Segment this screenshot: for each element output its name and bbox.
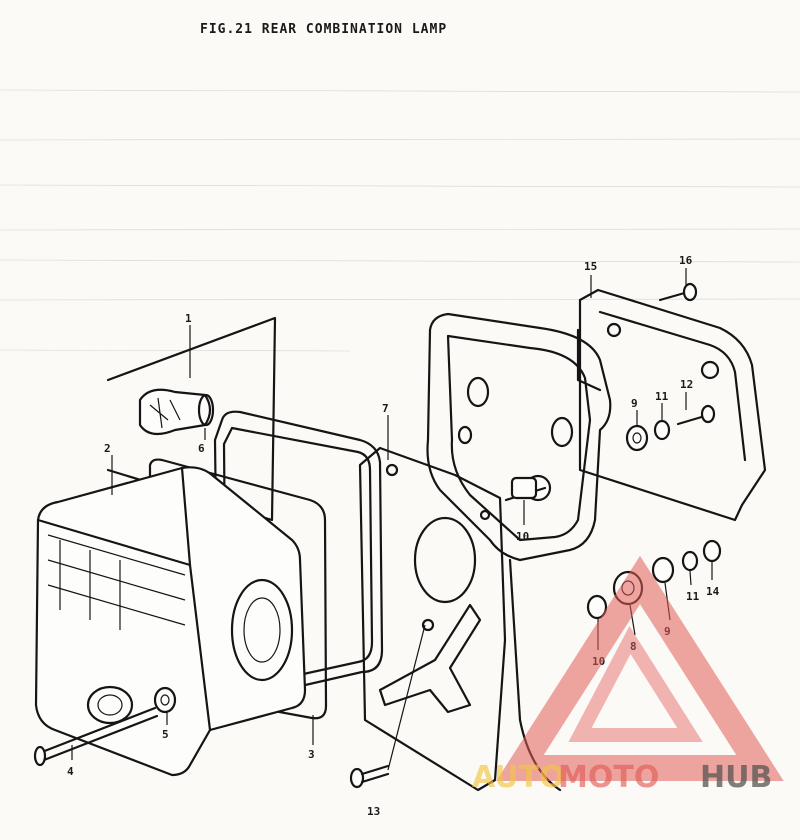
callout-14: 14 bbox=[706, 585, 720, 598]
bulb-part-6 bbox=[138, 388, 215, 436]
screw-part-13 bbox=[349, 624, 426, 789]
callout-11-lower: 11 bbox=[686, 590, 700, 603]
callout-7: 7 bbox=[382, 402, 389, 415]
bolt-part-16 bbox=[658, 282, 698, 302]
upper-hardware-9-11-12 bbox=[625, 404, 716, 452]
callout-4: 4 bbox=[67, 765, 74, 778]
scan-noise bbox=[0, 89, 800, 352]
watermark-hub: HUB bbox=[700, 760, 772, 795]
callout-1: 1 bbox=[185, 312, 192, 325]
callout-13: 13 bbox=[367, 805, 380, 818]
callout-12: 12 bbox=[680, 378, 693, 391]
mounting-bracket-part-15 bbox=[576, 288, 767, 522]
callout-5: 5 bbox=[162, 728, 169, 741]
callout-10-upper: 10 bbox=[516, 530, 529, 543]
lamp-bracket bbox=[426, 312, 612, 562]
callout-6: 6 bbox=[198, 442, 205, 455]
figure-title: FIG.21 REAR COMBINATION LAMP bbox=[200, 22, 448, 37]
callout-9-upper: 9 bbox=[631, 397, 638, 410]
watermark-auto: AUTO bbox=[472, 760, 565, 795]
gasket-part-7 bbox=[358, 446, 507, 792]
callout-16: 16 bbox=[679, 254, 693, 267]
socket-part-10-upper bbox=[510, 476, 538, 500]
watermark-logo: AUTO MOTO HUB bbox=[472, 555, 784, 795]
callout-15: 15 bbox=[584, 260, 597, 273]
callout-11-upper: 11 bbox=[655, 390, 669, 403]
long-screw-part-4 bbox=[33, 706, 159, 767]
nut-part-5 bbox=[153, 686, 177, 714]
watermark-moto: MOTO bbox=[558, 760, 659, 795]
callout-2: 2 bbox=[104, 442, 111, 455]
callout-3: 3 bbox=[308, 748, 315, 761]
lamp-lens-part-2 bbox=[34, 466, 307, 777]
callout-8: 8 bbox=[630, 640, 637, 653]
